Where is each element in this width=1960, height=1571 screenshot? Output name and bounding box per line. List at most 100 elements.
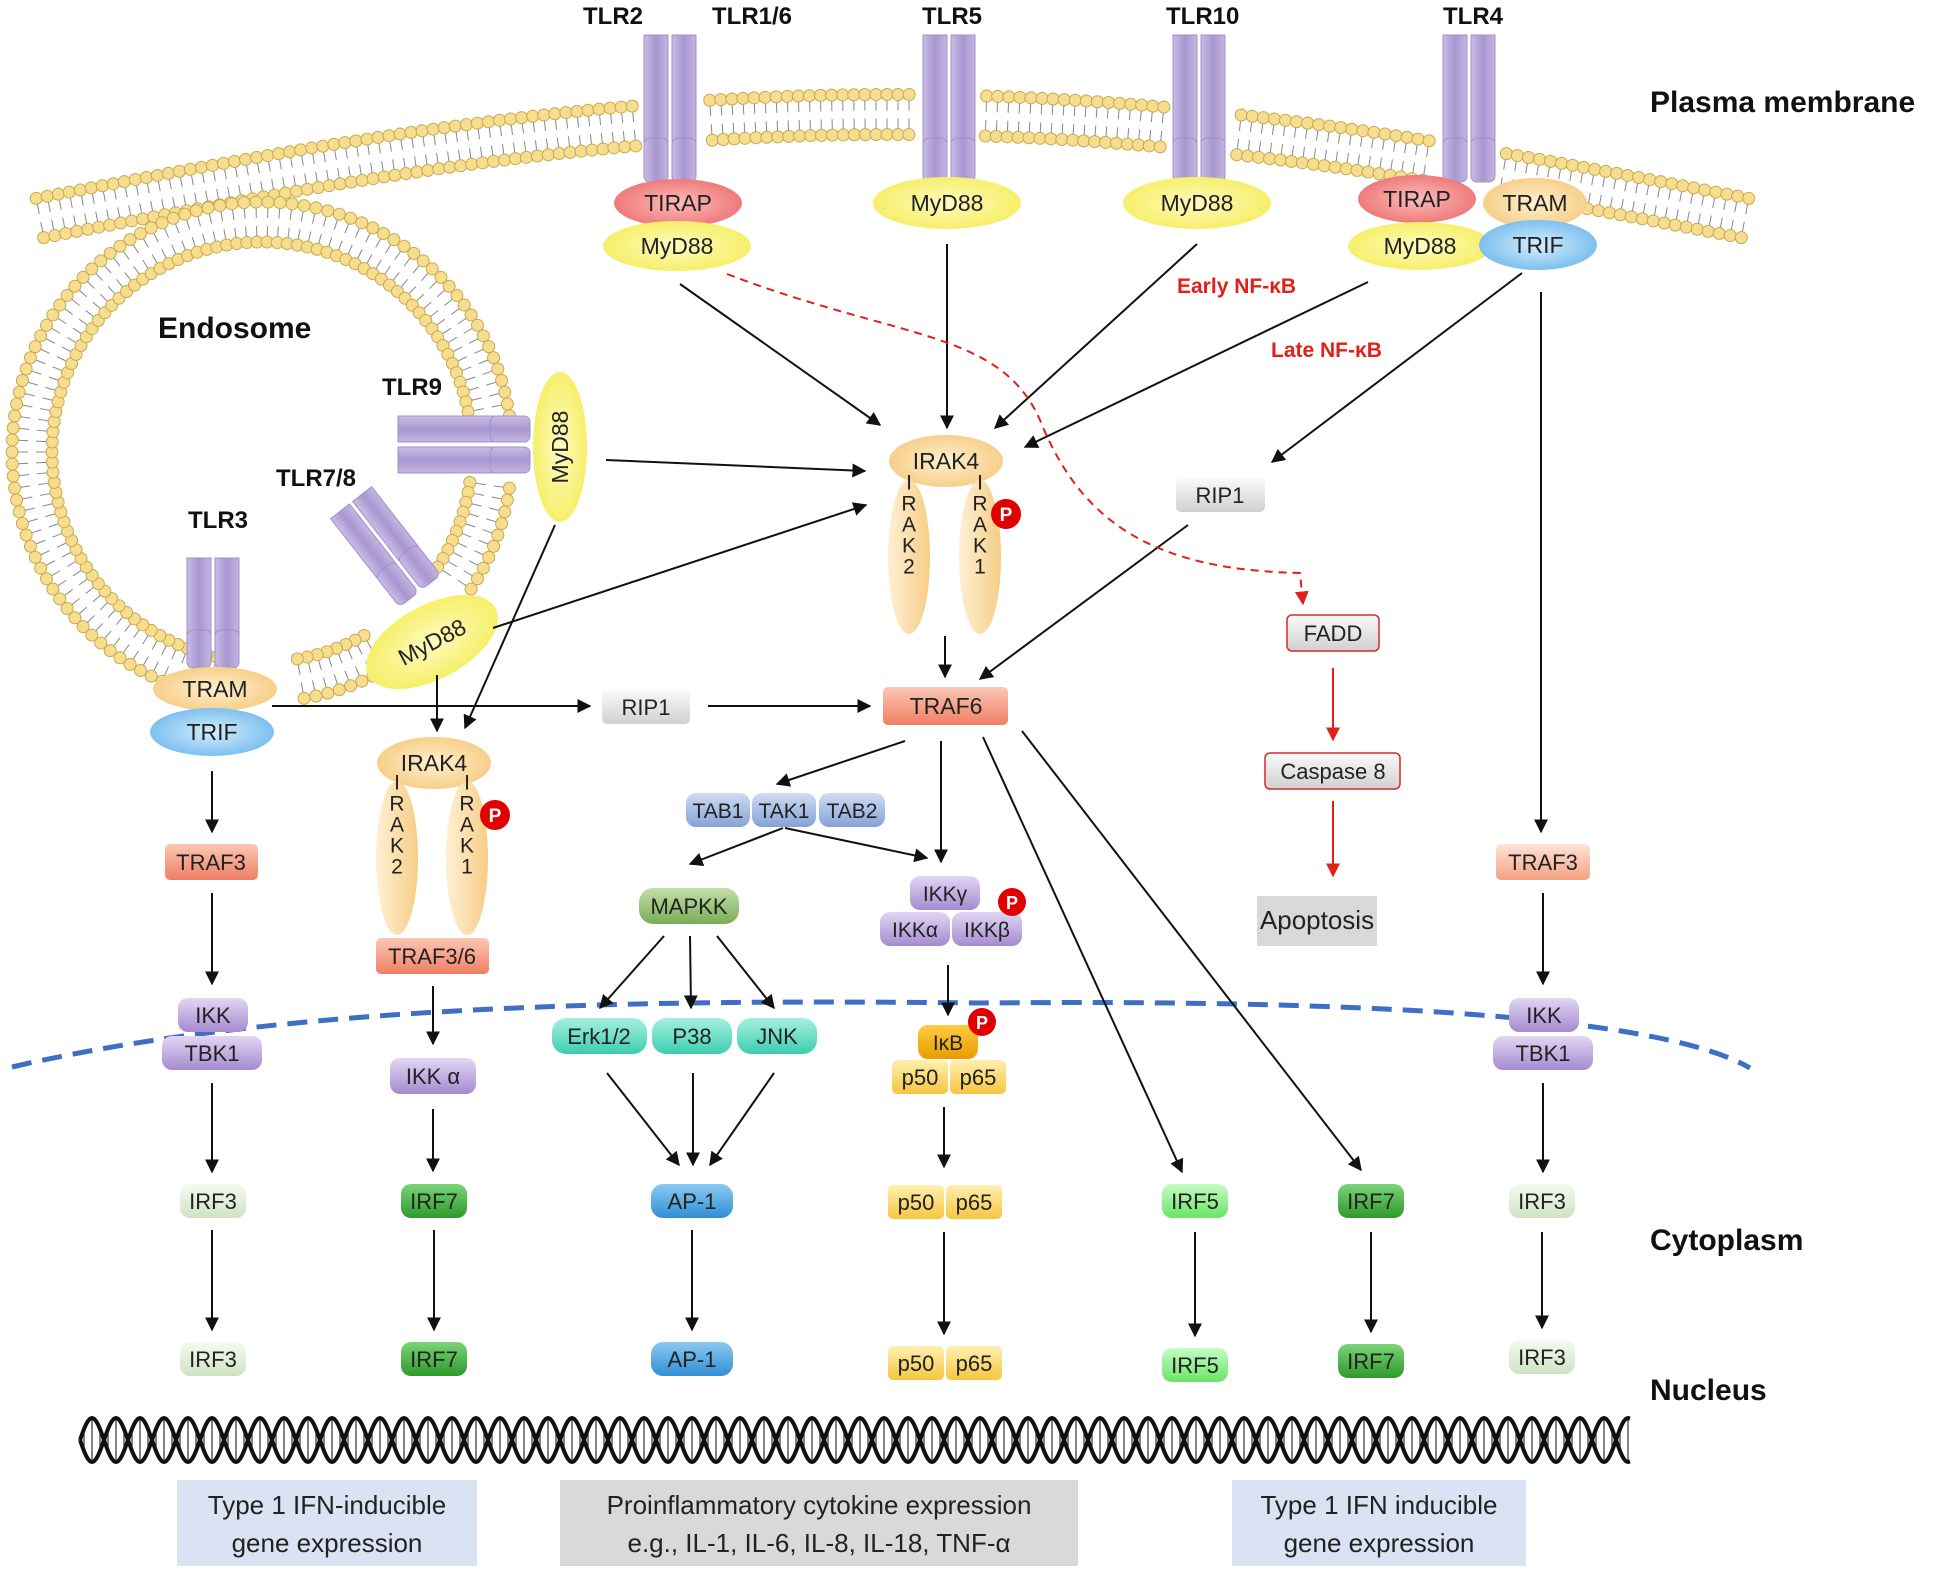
ap1-label: AP-1 [668, 1189, 717, 1214]
rip1-label: RIP1 [1196, 483, 1245, 508]
ikk-label: IKK [195, 1003, 231, 1028]
p65-label: p65 [956, 1190, 993, 1215]
ap1-label: AP-1 [668, 1347, 717, 1372]
tlr78-label: TLR7/8 [276, 465, 356, 492]
p50-node-nuc [888, 1346, 944, 1380]
irak1-node-endosomal [446, 781, 488, 935]
phospho-label: P [976, 1013, 988, 1033]
tab1-label: TAB1 [693, 800, 744, 823]
ikb-node [918, 1025, 978, 1059]
tlr10-receptor [1172, 34, 1226, 183]
ap1-node-nuc [651, 1342, 733, 1376]
traf36-label: TRAF3/6 [388, 944, 476, 969]
phospho-badge [991, 499, 1021, 529]
myd88-adaptor-tlr9 [533, 372, 587, 522]
irf7-node-nuc-left [401, 1342, 467, 1376]
myd88-adaptor-tlr2 [603, 221, 751, 271]
output-box-middle [560, 1480, 1078, 1566]
tab2-label: TAB2 [827, 800, 878, 823]
irak2-label: IRAK2 [386, 772, 409, 877]
ikk-node-left [178, 998, 248, 1032]
signaling-arrows [205, 243, 1550, 1338]
irf5-label: IRF5 [1171, 1353, 1219, 1378]
apoptosis-box [1257, 896, 1377, 946]
irf5-node-cyto [1162, 1184, 1228, 1218]
erk-label: Erk1/2 [567, 1024, 631, 1049]
irf7-label: IRF7 [410, 1347, 458, 1372]
tram-adaptor-tlr4 [1483, 178, 1587, 228]
irf3-label: IRF3 [1518, 1345, 1566, 1370]
myd88-label: MyD88 [1384, 233, 1457, 259]
irf7-label: IRF7 [410, 1189, 458, 1214]
output-right-line1: Type 1 IFN inducible [1260, 1490, 1497, 1520]
irf7-node-nuc-right [1338, 1344, 1404, 1378]
p65-node-cyto [946, 1185, 1002, 1219]
myd88-adaptor-tlr5 [873, 177, 1021, 229]
phospho-label: P [489, 806, 502, 827]
apoptosis-arrows [726, 273, 1340, 878]
tbk1-node-left [162, 1036, 262, 1070]
myd88-label: MyD88 [641, 233, 714, 259]
tbk1-label: TBK1 [1515, 1041, 1570, 1066]
myd88-label: MyD88 [547, 411, 573, 484]
p50-label: p50 [898, 1351, 935, 1376]
p65-label: p65 [960, 1065, 997, 1090]
irak2-label: IRAK2 [898, 472, 921, 577]
jnk-node [737, 1018, 817, 1054]
ikk-alpha-complex-label: IKKα [892, 919, 938, 942]
traf36-node [376, 938, 489, 974]
phospho-label: P [1006, 893, 1018, 913]
jnk-label: JNK [756, 1024, 798, 1049]
tbk1-label: TBK1 [184, 1041, 239, 1066]
tlr2-tlr16-receptor [643, 34, 697, 183]
trif-adaptor-tlr3 [150, 708, 274, 756]
p50-label: p50 [902, 1065, 939, 1090]
p65-node-nuc [946, 1346, 1002, 1380]
erk-node [552, 1018, 647, 1054]
p50-label: p50 [898, 1190, 935, 1215]
tak1-label: TAK1 [759, 800, 810, 823]
ikk-gamma-label: IKKγ [923, 883, 968, 906]
traf3-node-right [1496, 844, 1590, 880]
irf3-node-cyto-right [1509, 1184, 1575, 1218]
output-middle-line1: Proinflammatory cytokine expression [607, 1490, 1032, 1520]
tirap-adaptor-tlr4 [1358, 175, 1476, 223]
p65-node [950, 1060, 1006, 1094]
tlr9-receptor [397, 415, 531, 474]
irf7-label: IRF7 [1347, 1349, 1395, 1374]
irak1-label: IRAK1 [969, 472, 992, 577]
p50-node [892, 1060, 948, 1094]
tlr78-receptor [329, 485, 439, 606]
p38-label: P38 [672, 1024, 711, 1049]
p50-node-cyto [888, 1185, 944, 1219]
output-right-line2: gene expression [1284, 1528, 1475, 1558]
irak1-label: IRAK1 [456, 772, 479, 877]
irf7-label: IRF7 [1347, 1189, 1395, 1214]
irf3-label: IRF3 [189, 1347, 237, 1372]
mapkk-label: MAPKK [650, 894, 727, 919]
traf3-label: TRAF3 [176, 850, 246, 875]
apoptosis-label: Apoptosis [1260, 905, 1374, 935]
tlr9-label: TLR9 [382, 374, 442, 401]
nucleus-label: Nucleus [1650, 1374, 1767, 1407]
ikk-beta-label: IKKβ [964, 919, 1010, 942]
myd88-label: MyD88 [1161, 190, 1234, 216]
tlr4-label: TLR4 [1443, 3, 1504, 30]
plasma-membrane [29, 88, 1756, 245]
caspase8-label: Caspase 8 [1280, 759, 1385, 784]
dna-helix-icon [78, 1415, 1631, 1465]
tab1-node [686, 793, 750, 827]
tlr5-receptor [922, 34, 976, 183]
output-box-left [177, 1480, 477, 1566]
p65-label: p65 [956, 1351, 993, 1376]
irak4-label: IRAK4 [401, 750, 468, 776]
irak4-label: IRAK4 [913, 448, 980, 474]
irak2-node [888, 480, 930, 634]
tlr10-label: TLR10 [1166, 3, 1239, 30]
tab2-node [819, 793, 885, 827]
tlr4-receptor [1442, 34, 1496, 183]
myd88-label: MyD88 [911, 190, 984, 216]
ikk-alpha-complex-node [880, 912, 950, 946]
rip1-node-left [602, 690, 690, 724]
traf6-node [883, 687, 1008, 725]
